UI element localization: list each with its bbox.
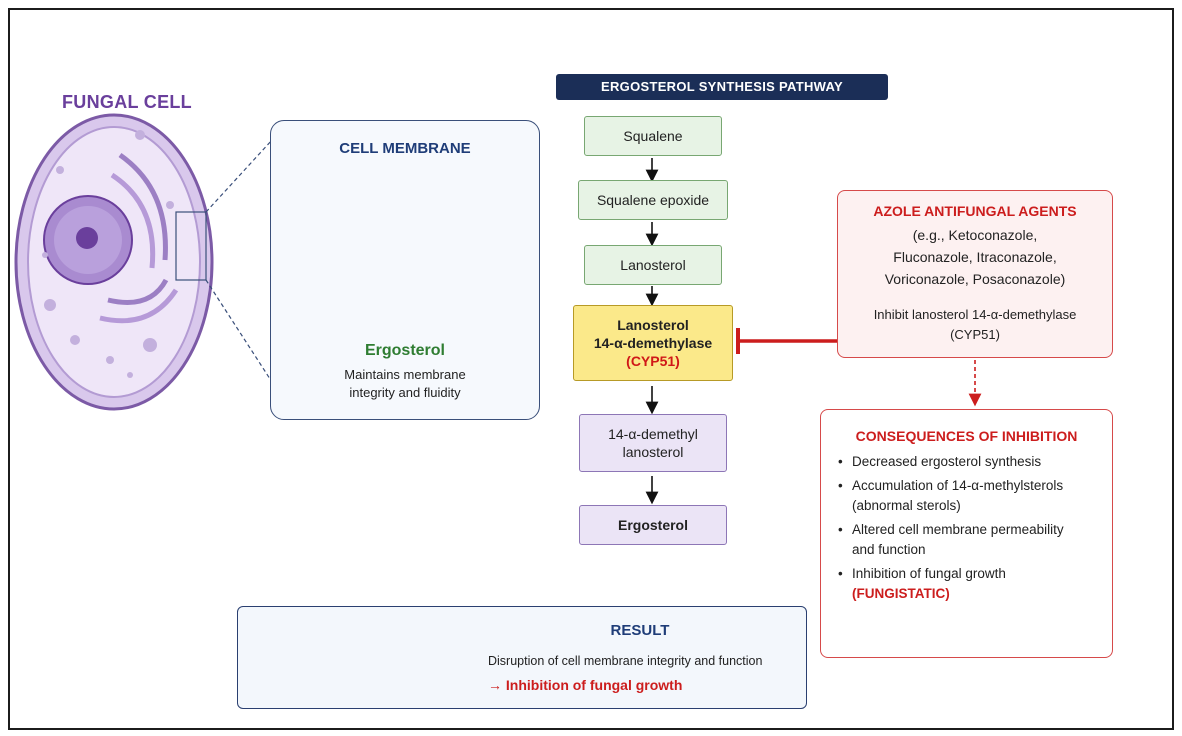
consequence-item: Inhibition of fungal growth (FUNGISTATIC… [838, 564, 1108, 604]
result-panel [237, 606, 807, 709]
azole-agents-panel [837, 190, 1113, 358]
step-label: 14-α-demethyl [608, 426, 698, 442]
azole-example-line: Voriconazole, Posaconazole) [884, 271, 1066, 287]
ergosterol-description-line: integrity and fluidity [349, 385, 461, 400]
step-label: Lanosterol [617, 317, 689, 333]
pathway-step-cyp51-enzyme: Lanosterol 14-α-demethylase (CYP51) [573, 305, 733, 381]
step-label: Squalene [623, 128, 683, 144]
cyp51-label: (CYP51) [626, 353, 680, 369]
consequences-title: CONSEQUENCES OF INHIBITION [855, 428, 1078, 444]
result-description: Disruption of cell membrane integrity an… [488, 654, 763, 668]
azole-mechanism-line: Inhibit lanosterol 14-α-demethylase [873, 307, 1077, 322]
ergosterol-description: Maintains membrane integrity and fluidit… [270, 366, 540, 402]
azole-mechanism: Inhibit lanosterol 14-α-demethylase (CYP… [837, 305, 1113, 345]
fungistatic-label: (FUNGISTATIC) [852, 586, 950, 601]
consequence-item: Decreased ergosterol synthesis [838, 452, 1108, 472]
ergosterol-label: Ergosterol [364, 342, 445, 359]
step-label: 14-α-demethylase [593, 335, 713, 351]
cell-membrane-panel [270, 120, 540, 420]
azole-title: AZOLE ANTIFUNGAL AGENTS [873, 203, 1077, 219]
consequence-text: Inhibition of fungal growth [852, 566, 1006, 581]
azole-mechanism-line: (CYP51) [950, 327, 1000, 342]
step-label: Ergosterol [617, 517, 688, 533]
fungal-cell-title: FUNGAL CELL [62, 92, 192, 112]
consequence-text: Decreased ergosterol synthesis [852, 454, 1042, 469]
consequences-list: Decreased ergosterol synthesis Accumulat… [838, 452, 1108, 608]
consequence-text: Accumulation of 14-α-methylsterols [852, 478, 1064, 493]
step-label: Lanosterol [620, 257, 686, 273]
azole-examples: (e.g., Ketoconazole, Fluconazole, Itraco… [837, 224, 1113, 290]
azole-example-line: (e.g., Ketoconazole, [912, 227, 1038, 243]
azole-example-line: Fluconazole, Itraconazole, [893, 249, 1057, 265]
pathway-step-squalene: Squalene [584, 116, 722, 156]
consequence-text: (abnormal sterols) [852, 498, 961, 513]
pathway-step-squalene-epoxide: Squalene epoxide [578, 180, 728, 220]
result-title: RESULT [610, 622, 670, 639]
pathway-step-demethyl-lanosterol: 14-α-demethyl lanosterol [579, 414, 727, 472]
step-label: Squalene epoxide [596, 192, 710, 208]
fungal-cell-illustration [14, 113, 273, 411]
inhibition-arrow [736, 328, 837, 354]
consequence-text: Altered cell membrane permeability [852, 522, 1064, 537]
result-outcome: → Inhibition of fungal growth [488, 677, 683, 693]
cell-membrane-title: CELL MEMBRANE [339, 140, 471, 157]
step-label: lanosterol [622, 444, 684, 460]
pathway-step-ergosterol: Ergosterol [579, 505, 727, 545]
consequence-item: Accumulation of 14-α-methylsterols (abno… [838, 476, 1108, 516]
ergosterol-description-line: Maintains membrane [344, 367, 466, 382]
consequence-text: and function [852, 542, 926, 557]
pathway-step-lanosterol: Lanosterol [584, 245, 722, 285]
consequence-item: Altered cell membrane permeability and f… [838, 520, 1108, 560]
pathway-header: ERGOSTEROL SYNTHESIS PATHWAY [556, 74, 888, 100]
